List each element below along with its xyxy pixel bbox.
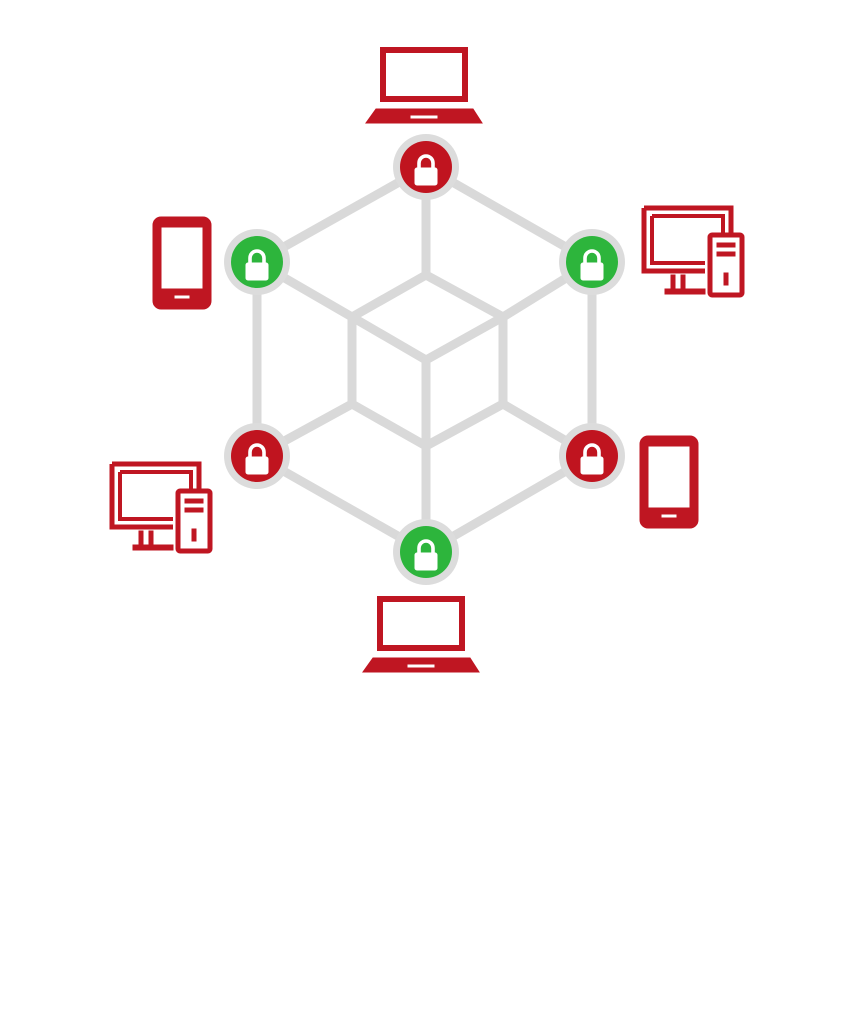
node-upper-right (559, 229, 625, 295)
edge (347, 399, 431, 451)
edge (421, 399, 508, 451)
unlocked-node-disc (566, 236, 618, 288)
locked-node-disc (231, 430, 283, 482)
unlocked-node-disc (231, 236, 283, 288)
node-top (393, 134, 459, 200)
unlocked-node-disc (400, 526, 452, 578)
node-lower-right (559, 423, 625, 489)
smartphone-icon (152, 216, 212, 310)
node-bottom (393, 519, 459, 585)
edge (421, 312, 508, 365)
edge (347, 312, 431, 365)
network-nodes (224, 134, 625, 585)
device-upper-left (152, 216, 212, 310)
edge (347, 270, 431, 322)
device-lower-right (639, 435, 699, 529)
node-upper-left (224, 229, 290, 295)
locked-node-disc (400, 141, 452, 193)
locked-node-disc (566, 430, 618, 482)
node-lower-left (224, 423, 290, 489)
smartphone-icon (639, 435, 699, 529)
edge (421, 270, 508, 322)
